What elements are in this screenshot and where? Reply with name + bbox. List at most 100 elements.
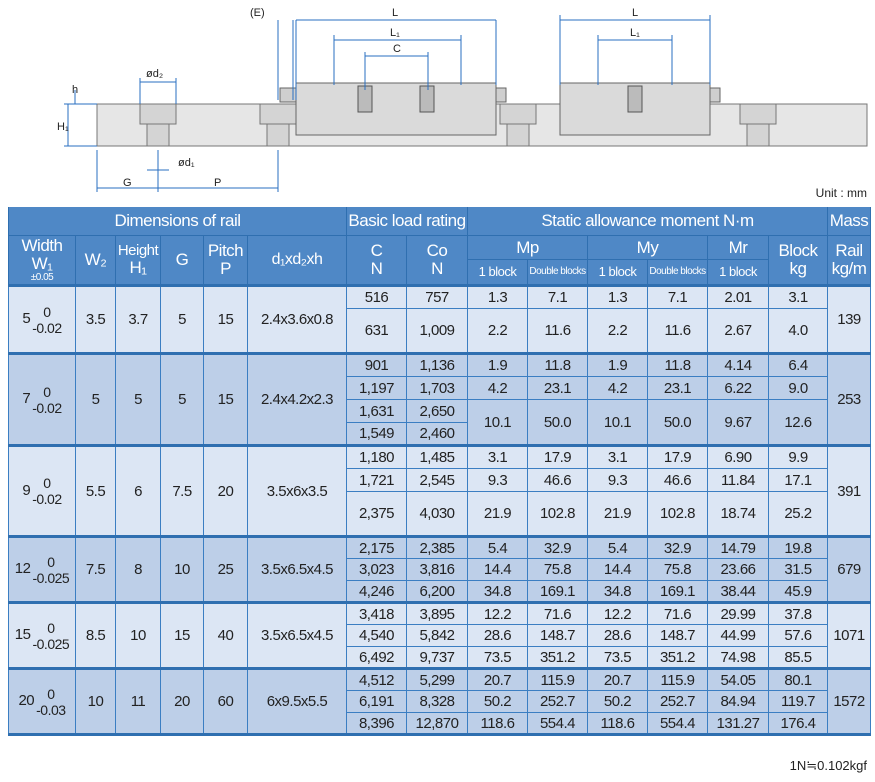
- mp-1block-cell: 10.1: [467, 399, 528, 446]
- my-double-cell: 115.9: [647, 668, 708, 691]
- dim-h1-label: H₁: [57, 121, 69, 133]
- h1-cell: 5: [115, 353, 161, 446]
- rail-mass-cell: 139: [827, 285, 871, 354]
- block-mass-cell: 80.1: [768, 668, 828, 691]
- mr-1block-cell: 131.27: [707, 712, 769, 735]
- block-mass-cell: 37.8: [768, 602, 828, 625]
- c-cell: 631: [346, 308, 407, 354]
- header-mp-double: Double blocks: [527, 259, 588, 286]
- mr-1block-cell: 74.98: [707, 646, 769, 669]
- h1-cell: 3.7: [115, 285, 161, 354]
- co-cell: 12,870: [406, 712, 468, 735]
- c-cell: 516: [346, 285, 407, 309]
- mp-double-cell: 11.6: [527, 308, 588, 354]
- g-cell: 5: [160, 353, 204, 446]
- mp-1block-cell: 28.6: [467, 624, 528, 647]
- mp-double-cell: 169.1: [527, 580, 588, 603]
- dim-d1-label: ød₁: [178, 157, 195, 169]
- my-1block-cell: 73.5: [587, 646, 648, 669]
- header-my-1block: 1 block: [587, 259, 648, 286]
- c-cell: 1,180: [346, 445, 407, 469]
- mp-1block-cell: 1.3: [467, 285, 528, 309]
- my-1block-cell: 12.2: [587, 602, 648, 625]
- rail-mass-cell: 679: [827, 536, 871, 603]
- block-mass-cell: 4.0: [768, 308, 828, 354]
- footnote: 1N≒0.102kgf: [789, 758, 867, 773]
- dim-p-label: P: [214, 177, 221, 189]
- mr-1block-cell: 54.05: [707, 668, 769, 691]
- w2-cell: 7.5: [75, 536, 116, 603]
- my-double-cell: 148.7: [647, 624, 708, 647]
- pitch-cell: 20: [203, 445, 248, 537]
- my-1block-cell: 14.4: [587, 558, 648, 581]
- my-double-cell: 50.0: [647, 399, 708, 446]
- c-cell: 1,197: [346, 376, 407, 400]
- header-dxh: d₁xd₂xh: [247, 235, 347, 286]
- rail-mass-cell: 391: [827, 445, 871, 537]
- h1-cell: 10: [115, 602, 161, 669]
- my-double-cell: 11.8: [647, 353, 708, 377]
- dim-c-label: C: [393, 43, 401, 55]
- mp-1block-cell: 20.7: [467, 668, 528, 691]
- co-cell: 1,485: [406, 445, 468, 469]
- block-mass-cell: 31.5: [768, 558, 828, 581]
- my-double-cell: 23.1: [647, 376, 708, 400]
- header-dimensions: Dimensions of rail: [8, 207, 347, 236]
- dim-l1-single-label: L₁: [630, 27, 640, 39]
- w2-cell: 8.5: [75, 602, 116, 669]
- mp-1block-cell: 21.9: [467, 491, 528, 537]
- w2-cell: 3.5: [75, 285, 116, 354]
- my-1block-cell: 2.2: [587, 308, 648, 354]
- c-cell: 3,023: [346, 558, 407, 581]
- width-tolerance: 0-0.025: [32, 619, 70, 652]
- mp-1block-cell: 14.4: [467, 558, 528, 581]
- my-1block-cell: 118.6: [587, 712, 648, 735]
- my-1block-cell: 3.1: [587, 445, 648, 469]
- my-double-cell: 32.9: [647, 536, 708, 559]
- mp-double-cell: 50.0: [527, 399, 588, 446]
- mr-1block-cell: 18.74: [707, 491, 769, 537]
- spec-table: Dimensions of rail Basic load rating Sta…: [8, 207, 871, 736]
- my-double-cell: 351.2: [647, 646, 708, 669]
- pitch-cell: 25: [203, 536, 248, 603]
- header-mass: Mass: [827, 207, 871, 236]
- my-1block-cell: 10.1: [587, 399, 648, 446]
- my-1block-cell: 9.3: [587, 468, 648, 492]
- block-mass-cell: 12.6: [768, 399, 828, 446]
- mr-1block-cell: 84.94: [707, 690, 769, 713]
- block-mass-cell: 57.6: [768, 624, 828, 647]
- c-cell: 4,246: [346, 580, 407, 603]
- rail-mass-cell: 1071: [827, 602, 871, 669]
- co-cell: 4,030: [406, 491, 468, 537]
- header-my: My: [587, 235, 708, 260]
- c-cell: 2,375: [346, 491, 407, 537]
- c-cell: 1,631: [346, 399, 407, 423]
- my-1block-cell: 50.2: [587, 690, 648, 713]
- my-double-cell: 252.7: [647, 690, 708, 713]
- mr-1block-cell: 2.01: [707, 285, 769, 309]
- width-value: 5: [22, 310, 31, 328]
- mr-1block-cell: 9.67: [707, 399, 769, 446]
- block-mass-cell: 25.2: [768, 491, 828, 537]
- c-cell: 8,396: [346, 712, 407, 735]
- mr-1block-cell: 14.79: [707, 536, 769, 559]
- header-mp-1block: 1 block: [467, 259, 528, 286]
- co-cell: 2,385: [406, 536, 468, 559]
